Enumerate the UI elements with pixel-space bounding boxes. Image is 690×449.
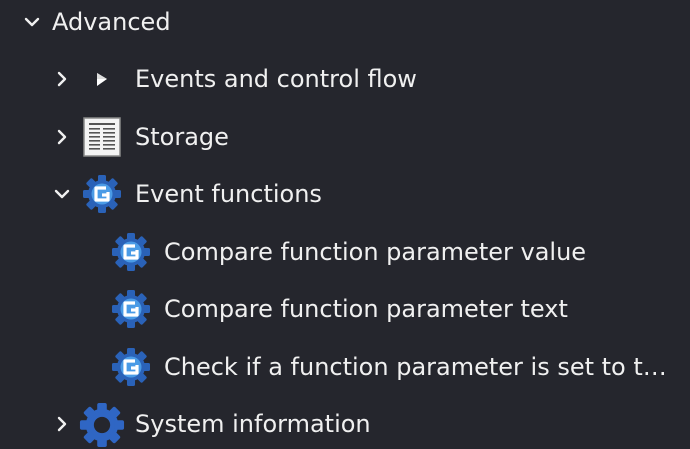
chevron-right-icon[interactable]	[52, 414, 72, 434]
tree-item-label: Compare function parameter text	[164, 295, 568, 323]
tree-item-label: System information	[135, 410, 371, 438]
tree-item-events-and-control-flow[interactable]: Events and control flow	[0, 57, 690, 101]
tree-item-check-function-parameter-set[interactable]: Check if a function parameter is set to …	[0, 345, 690, 389]
tree-item-advanced[interactable]: Advanced	[0, 0, 690, 44]
tree-item-label: Compare function parameter value	[164, 238, 587, 266]
gdevelop-gear-icon	[82, 174, 122, 214]
tree-item-label: Storage	[135, 123, 229, 151]
tree-item-label: Event functions	[135, 180, 322, 208]
tree-item-compare-function-parameter-text[interactable]: Compare function parameter text	[0, 287, 690, 331]
gdevelop-gear-icon	[111, 289, 151, 329]
gdevelop-gear-icon	[111, 347, 151, 387]
tree-item-event-functions[interactable]: Event functions	[0, 172, 690, 216]
chevron-down-icon[interactable]	[22, 12, 42, 32]
triangle-right-icon	[82, 59, 122, 99]
tree-item-label: Events and control flow	[135, 65, 417, 93]
tree-item-label: Advanced	[52, 8, 171, 36]
tree-item-label: Check if a function parameter is set to …	[164, 353, 667, 381]
chevron-down-icon[interactable]	[52, 184, 72, 204]
chevron-right-icon[interactable]	[52, 127, 72, 147]
tree-item-system-information[interactable]: System information	[0, 402, 690, 446]
storage-document-icon	[82, 117, 122, 157]
chevron-right-icon[interactable]	[52, 69, 72, 89]
tree-item-compare-function-parameter-value[interactable]: Compare function parameter value	[0, 230, 690, 274]
tree-item-storage[interactable]: Storage	[0, 115, 690, 159]
blue-gear-icon	[79, 402, 125, 448]
gdevelop-gear-icon	[111, 232, 151, 272]
